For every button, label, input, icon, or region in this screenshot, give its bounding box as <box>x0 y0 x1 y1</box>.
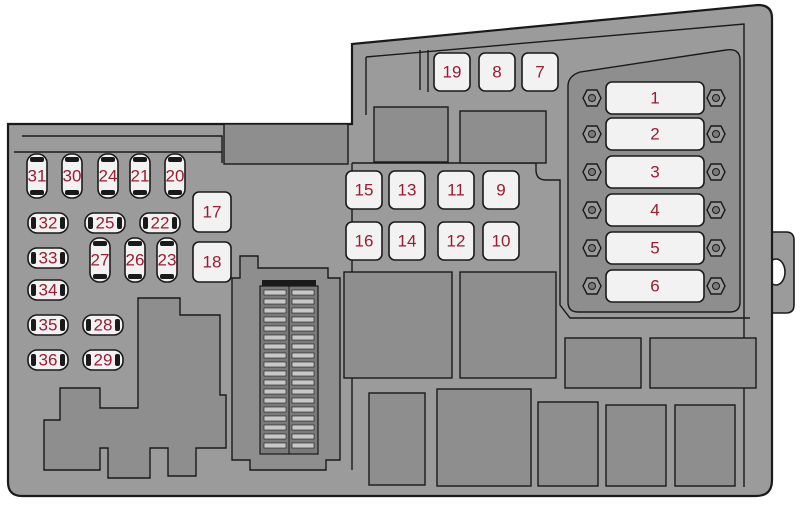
mini-fuse-label: 35 <box>39 316 58 335</box>
mini-fuses: 31 30 24 21 20 27 26 23 32 25 22 33 34 35 28 36 29 <box>26 153 186 371</box>
large-fuse-5: 5 <box>582 231 726 265</box>
large-fuse-label: 3 <box>650 163 659 182</box>
fuse-label: 9 <box>496 181 505 200</box>
fuse-15: 15 <box>345 170 383 210</box>
mini-fuse-21: 21 <box>129 153 151 199</box>
large-fuse-6: 6 <box>582 269 726 303</box>
lower-left-socket <box>43 297 227 479</box>
mini-fuse-label: 22 <box>151 214 170 233</box>
mini-fuse-26: 26 <box>124 237 146 283</box>
mini-fuse-23: 23 <box>156 237 178 283</box>
mini-fuse-32: 32 <box>27 212 69 234</box>
mini-fuse-label: 33 <box>39 249 58 268</box>
large-fuse-label: 1 <box>650 89 659 108</box>
fuse-19: 19 <box>433 52 471 92</box>
mini-fuse-label: 24 <box>99 167 118 186</box>
large-fuse-label: 4 <box>650 201 659 220</box>
mini-fuse-label: 23 <box>158 251 177 270</box>
fuse-17: 17 <box>192 191 232 233</box>
fuse-10: 10 <box>482 221 520 261</box>
fuse-16: 16 <box>345 221 383 261</box>
mini-fuse-24: 24 <box>97 153 119 199</box>
fuse-label: 7 <box>535 63 544 82</box>
mini-fuse-label: 30 <box>63 167 82 186</box>
large-fuse-3: 3 <box>582 155 726 189</box>
large-fuse-label: 6 <box>650 277 659 296</box>
fuse-9: 9 <box>482 170 520 210</box>
mini-fuse-22: 22 <box>139 212 181 234</box>
mini-fuse-label: 25 <box>96 214 115 233</box>
mini-fuse-31: 31 <box>26 153 48 199</box>
mini-fuse-label: 27 <box>91 251 110 270</box>
fuse-7: 7 <box>521 52 559 92</box>
fuse-label: 15 <box>355 181 374 200</box>
fuse-label: 12 <box>447 232 466 251</box>
fuse-label: 10 <box>492 232 511 251</box>
mini-fuse-label: 31 <box>28 167 47 186</box>
box-fuses: 19 8 7 15 13 11 9 16 14 12 10 17 18 <box>192 52 559 283</box>
fuse-label: 14 <box>398 232 417 251</box>
mini-fuse-27: 27 <box>89 237 111 283</box>
fuse-label: 8 <box>492 63 501 82</box>
large-fuse-1: 1 <box>582 81 726 115</box>
mini-fuse-label: 29 <box>94 351 113 370</box>
top-connector <box>223 123 349 165</box>
fuse-13: 13 <box>388 170 426 210</box>
large-fuses: 1 2 3 4 5 6 <box>582 81 726 303</box>
fuse-8: 8 <box>478 52 516 92</box>
mini-fuse-28: 28 <box>82 314 124 336</box>
large-fuse-2: 2 <box>582 117 726 151</box>
mini-fuse-label: 34 <box>39 281 58 300</box>
fuse-label: 11 <box>447 181 465 200</box>
fuse-11: 11 <box>437 170 475 210</box>
large-fuse-4: 4 <box>582 193 726 227</box>
central-connector <box>231 255 341 471</box>
fuse-12: 12 <box>437 221 475 261</box>
mini-fuse-20: 20 <box>164 153 186 199</box>
mini-fuse-33: 33 <box>27 247 69 269</box>
fuse-18: 18 <box>192 241 232 283</box>
fuse-14: 14 <box>388 221 426 261</box>
fuse-label: 19 <box>443 63 462 82</box>
mini-fuse-29: 29 <box>82 349 124 371</box>
mini-fuse-25: 25 <box>84 212 126 234</box>
large-fuse-label: 5 <box>650 239 659 258</box>
mini-fuse-label: 28 <box>94 316 113 335</box>
fuse-label: 18 <box>203 253 222 272</box>
large-fuse-label: 2 <box>650 125 659 144</box>
fuse-label: 16 <box>355 232 374 251</box>
mini-fuse-label: 36 <box>39 351 58 370</box>
mini-fuse-30: 30 <box>61 153 83 199</box>
mini-fuse-label: 21 <box>131 167 150 186</box>
mini-fuse-label: 32 <box>39 214 58 233</box>
mini-fuse-label: 20 <box>166 167 185 186</box>
fuse-label: 13 <box>398 181 417 200</box>
relay-slots <box>343 106 757 487</box>
mini-fuse-label: 26 <box>126 251 145 270</box>
fuse-label: 17 <box>203 203 222 222</box>
mini-fuse-35: 35 <box>27 314 69 336</box>
mini-fuse-36: 36 <box>27 349 69 371</box>
mini-fuse-34: 34 <box>27 279 69 301</box>
